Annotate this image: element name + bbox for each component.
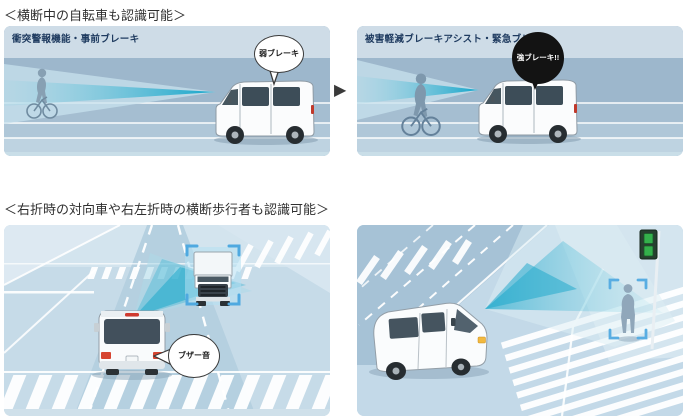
detection-brackets-pedestrian — [608, 278, 648, 340]
detection-brackets-truck — [185, 244, 241, 306]
van-side-view — [478, 79, 578, 143]
panel-collision-warning: 衝突警報機能・事前ブレーキ 弱ブレーキ — [4, 26, 330, 156]
pedestrian-signal — [639, 229, 661, 350]
main-crosswalk — [4, 375, 330, 409]
step-arrow-icon: ▶ — [334, 82, 347, 99]
speech-bubble-strong-brake: 強ブレーキ!! — [512, 32, 564, 84]
ego-van-three-quarter-view — [373, 302, 488, 380]
scene-intersection-oncoming-truck — [4, 225, 330, 416]
pedestrian-silhouette — [621, 284, 635, 333]
panel-emergency-brake: 被害軽減ブレーキアシスト・緊急ブレーキ 強ブレーキ!! — [357, 26, 683, 156]
speech-bubble-buzzer: ブザー音 — [168, 334, 220, 378]
oncoming-truck — [193, 251, 233, 306]
scene-crosswalk-pedestrian — [357, 225, 683, 416]
signal-green-light-top — [643, 233, 654, 244]
pedestrian-shadow — [618, 336, 640, 342]
section-heading-bicycle: ＜横断中の自転車も認識可能＞ — [4, 8, 187, 23]
scene-van-cyclist-emergency — [357, 26, 683, 156]
panel-label-collision-warning: 衝突警報機能・事前ブレーキ — [12, 34, 140, 45]
left-crosswalk — [357, 239, 472, 285]
ego-van-rear-view — [94, 310, 170, 375]
panel-turn-pedestrian — [357, 225, 683, 416]
signal-green-light-bottom — [643, 245, 654, 257]
cyclist-silhouette — [26, 68, 58, 119]
far-crosswalk-right — [234, 229, 330, 273]
speech-bubble-weak-brake: 弱ブレーキ — [254, 35, 304, 73]
van-side-view — [215, 80, 315, 144]
cyclist-silhouette — [401, 73, 441, 136]
van-shadow — [92, 370, 172, 380]
section-heading-turning: ＜右折時の対向車や右左折時の横断歩行者も認識可能＞ — [4, 202, 330, 217]
panel-right-turn-oncoming: ブザー音 — [4, 225, 330, 416]
panel-label-emergency-brake: 被害軽減ブレーキアシスト・緊急ブレーキ — [365, 34, 551, 45]
intersection-background — [4, 225, 330, 416]
